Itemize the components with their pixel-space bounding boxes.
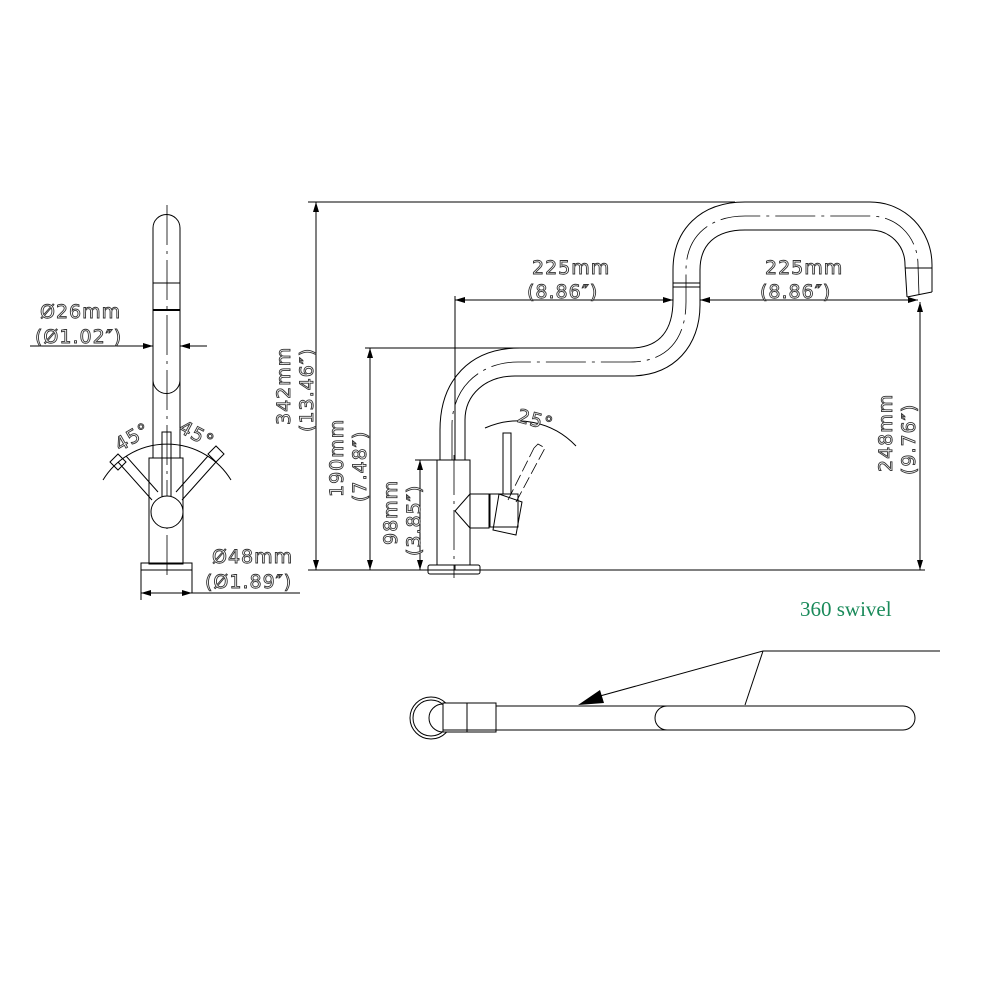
spout-diameter-mm: Ø26mm — [40, 301, 121, 323]
side-spout — [152, 214, 181, 380]
reach1-mm: 225mm — [532, 257, 610, 279]
lever-angle-right: 45° — [175, 416, 218, 453]
front-view: 342mm (13.46″) 190mm (7.48″) 98mm (3.85″… — [273, 201, 933, 578]
side-lever — [161, 431, 172, 503]
lever-angle: 25° — [515, 405, 556, 436]
spout-diameter-in: (Ø1.02″) — [35, 326, 122, 348]
base-diameter-mm: Ø48mm — [212, 546, 293, 568]
total-height-mm: 342mm — [273, 347, 295, 425]
reach2-mm: 225mm — [765, 257, 843, 279]
total-height-in: (13.46″) — [296, 348, 318, 432]
base-diameter-in: (Ø1.89″) — [205, 571, 292, 593]
spout-height-in: (7.48″) — [349, 431, 371, 502]
top-view: 360 swivel — [409, 597, 940, 740]
reach1-in: (8.86″) — [527, 281, 598, 303]
reach2-in: (8.86″) — [760, 281, 831, 303]
body-height-mm: 98mm — [380, 480, 402, 545]
swivel-note: 360 swivel — [800, 597, 892, 621]
front-base — [427, 564, 481, 575]
lever-angle-arc — [484, 420, 577, 447]
side-base — [140, 562, 193, 594]
front-spout-inner — [464, 229, 908, 460]
side-angle-arc — [102, 443, 232, 481]
body-height-in: (3.85″) — [403, 485, 425, 556]
outlet-height-in: (9.76″) — [898, 404, 920, 475]
spout-height-mm: 190mm — [326, 419, 348, 497]
front-cartridge — [454, 493, 490, 529]
side-cartridge — [150, 495, 184, 529]
front-body — [436, 459, 471, 566]
front-spout-outer — [439, 201, 933, 460]
front-lever — [502, 432, 512, 495]
outlet-height-mm: 248mm — [875, 394, 897, 472]
swivel-arrow-icon — [578, 690, 604, 705]
lever-angle-left: 45° — [111, 419, 154, 456]
side-view: Ø26mm (Ø1.02″) 45° 45° Ø48mm (Ø1.89″) — [30, 205, 300, 600]
